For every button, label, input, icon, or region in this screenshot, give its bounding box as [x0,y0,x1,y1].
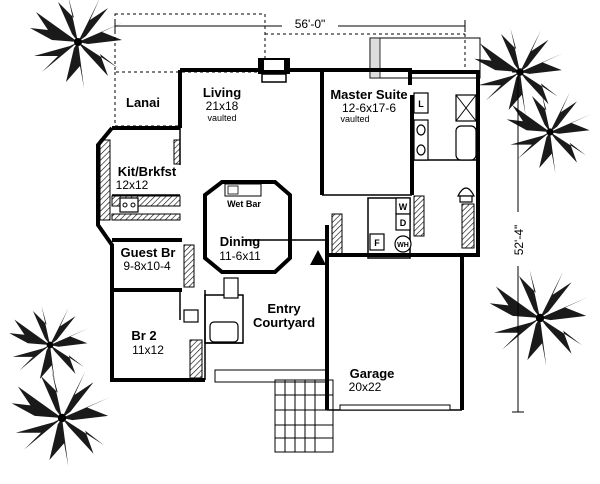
room-dining: Dining 11-6x11 [219,234,261,263]
room-size: 11x12 [132,343,164,357]
room-name: Master Suite [330,87,407,102]
room-kitchen: Kit/Brkfst 12x12 [116,164,177,192]
room-name: Kit/Brkfst [118,164,177,179]
palm-tree-icon [9,305,90,385]
room-size: 20x22 [349,380,382,394]
room-bedroom-2: Br 2 11x12 [131,328,164,357]
room-garage: Garage 20x22 [349,366,395,394]
width-label: 56'-0" [295,17,326,31]
furnace-label: F [374,238,380,248]
depth-dimension: 52'-4" [509,71,527,413]
room-size: 21x18 [206,99,239,113]
room-name: Guest Br [121,245,176,260]
room-size: 12-6x17-6 [342,101,396,115]
room-note: vaulted [207,113,236,123]
dryer-label: D [400,218,407,228]
width-dimension: 56'-0" [114,16,466,32]
room-lanai: Lanai [126,95,160,110]
linen-label: L [418,99,424,109]
room-name: Dining [220,234,260,249]
room-size: 12x12 [116,178,149,192]
palm-tree-icon [506,90,592,174]
depth-label: 52'-4" [512,225,526,256]
room-master-suite: Master Suite 12-6x17-6 vaulted [330,87,407,124]
palm-tree-icon [11,369,111,467]
room-name: Living [203,85,241,100]
wet-bar-label: Wet Bar [227,199,261,209]
room-entry: Entry Courtyard [253,301,315,330]
room-size: Courtyard [253,315,315,330]
water-heater-label: WH [397,242,409,249]
room-name: Garage [350,366,395,381]
room-name: Entry [267,301,301,316]
room-name: Lanai [126,95,160,110]
palm-tree-icon [489,269,589,367]
washer-label: W [399,202,408,212]
room-name: Br 2 [131,328,156,343]
room-size: 9-8x10-4 [123,259,171,273]
palm-tree-icon [30,0,124,88]
room-note: vaulted [340,114,369,124]
room-living: Living 21x18 vaulted [203,85,241,123]
room-size: 11-6x11 [219,249,261,263]
room-guest-bedroom: Guest Br 9-8x10-4 [121,245,176,273]
